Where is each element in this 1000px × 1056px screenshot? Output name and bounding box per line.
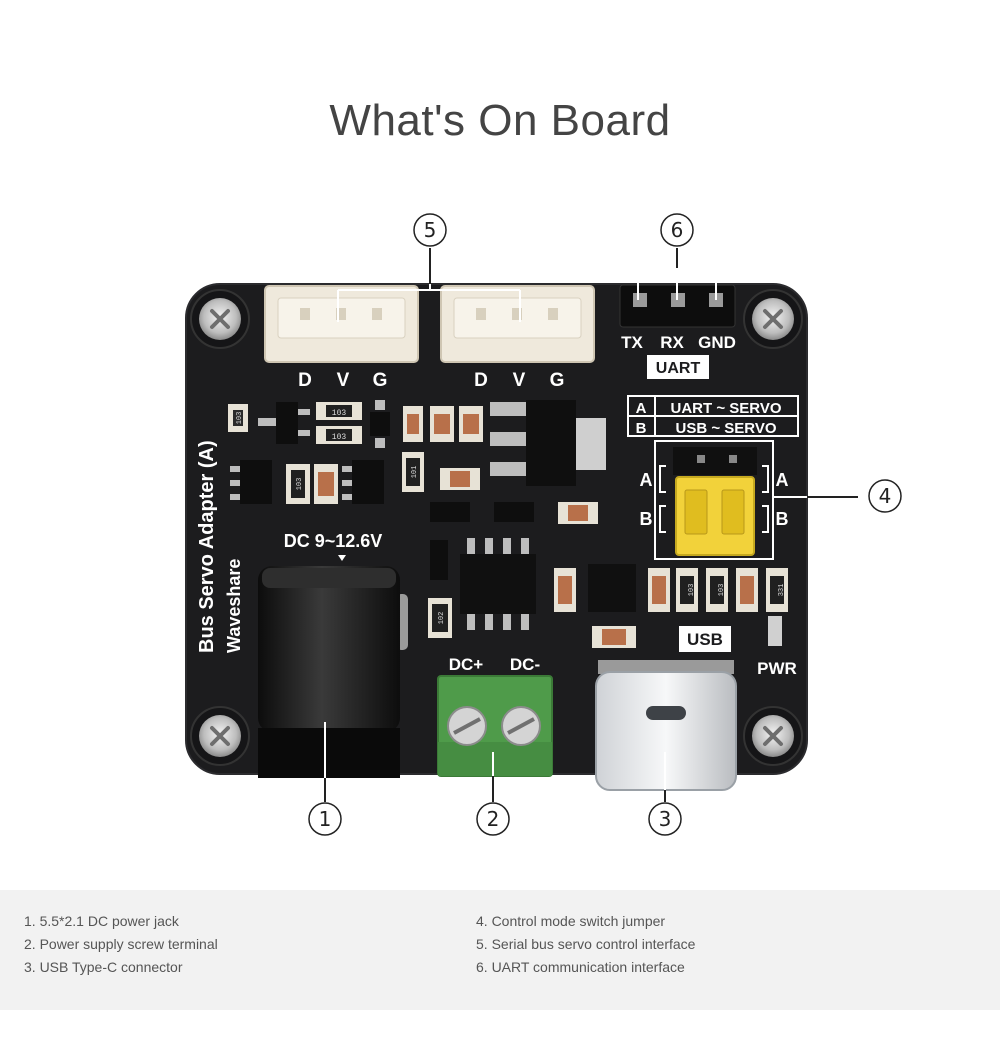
uart-pin-gnd: GND (698, 333, 736, 352)
chip-code-labels: 103 103 103 103 101 103 103 102 331 331 … (236, 409, 786, 625)
legend-item: 3. USB Type-C connector (24, 959, 183, 975)
callout-3: 3 (648, 802, 682, 836)
terminal-plus-label: DC+ (449, 655, 484, 674)
chip-code: 103 (296, 478, 304, 491)
svg-text:5: 5 (424, 218, 437, 242)
svg-text:1: 1 (319, 807, 332, 831)
legend-right-list: 4. Control mode switch jumper 5. Serial … (476, 910, 695, 979)
uart-header (619, 284, 736, 328)
legend-item: 6. UART communication interface (476, 959, 685, 975)
screw-bottom-left-icon (190, 706, 250, 766)
servo1-pin-d: D (298, 370, 312, 391)
usb-type-c-connector (595, 660, 737, 791)
board-model-label: Bus Servo Adapter (A) (196, 440, 218, 653)
usb-label: USB (687, 630, 723, 649)
mode-a-text: UART ~ SERVO (671, 400, 782, 417)
legend-item: 5. Serial bus servo control interface (476, 936, 696, 952)
smd-components (228, 400, 788, 650)
page-title: What's On Board (329, 96, 671, 145)
chip-code: 101 (411, 466, 419, 479)
mode-a-key: A (636, 400, 647, 417)
servo1-pin-g: G (373, 370, 388, 391)
chip-code: 103 (332, 409, 347, 418)
callout-lines-dark (324, 248, 858, 802)
chip-code: 331 (778, 584, 786, 597)
legend-panel: 1. 5.5*2.1 DC power jack 2. Power supply… (0, 890, 1000, 1010)
jumper-b-right: B (776, 509, 789, 529)
callout-1: 1 (308, 802, 342, 836)
screw-terminal (437, 675, 553, 777)
screw-top-left-icon (190, 289, 250, 349)
jumper-a-left: A (640, 470, 653, 490)
svg-text:6: 6 (671, 218, 684, 242)
chip-code: 102 (438, 612, 446, 625)
uart-label: UART (656, 360, 701, 377)
board-brand-label: Waveshare (224, 559, 244, 653)
chip-code: 103 (236, 412, 244, 425)
servo2-pin-v: V (513, 370, 526, 391)
callout-4: 4 (868, 479, 902, 513)
chip-code: 103 (718, 584, 726, 597)
terminal-minus-label: DC- (510, 655, 540, 674)
legend-item: 4. Control mode switch jumper (476, 913, 666, 929)
screw-bottom-right-icon (743, 706, 803, 766)
uart-pin-rx: RX (660, 333, 684, 352)
servo-connector-1 (264, 285, 419, 363)
mode-jumper (654, 440, 774, 560)
uart-pin-tx: TX (621, 333, 643, 352)
board-figure: D V G D V G TX RX GND UART A UART ~ SERV… (185, 213, 902, 836)
legend-item: 1. 5.5*2.1 DC power jack (24, 913, 179, 929)
servo-connector-2 (440, 285, 595, 363)
callout-2: 2 (476, 802, 510, 836)
callout-6: 6 (660, 213, 694, 247)
mode-b-key: B (636, 420, 647, 437)
svg-text:3: 3 (659, 807, 672, 831)
servo2-pin-g: G (550, 370, 565, 391)
jumper-b-left: B (640, 509, 653, 529)
chip-code: 103 (688, 584, 696, 597)
dc-power-jack (258, 566, 400, 778)
servo2-pin-d: D (474, 370, 488, 391)
dc-input-label: DC 9~12.6V (284, 531, 383, 551)
svg-text:2: 2 (487, 807, 500, 831)
svg-text:4: 4 (879, 484, 892, 508)
jumper-a-right: A (776, 470, 789, 490)
chip-code: 103 (332, 433, 347, 442)
legend-item: 2. Power supply screw terminal (24, 936, 218, 952)
legend-left-list: 1. 5.5*2.1 DC power jack 2. Power supply… (24, 910, 218, 979)
mode-b-text: USB ~ SERVO (675, 420, 776, 437)
servo1-pin-v: V (337, 370, 350, 391)
screw-top-right-icon (743, 289, 803, 349)
mode-table (627, 395, 799, 437)
pwr-label: PWR (757, 659, 797, 678)
callout-5: 5 (413, 213, 447, 247)
